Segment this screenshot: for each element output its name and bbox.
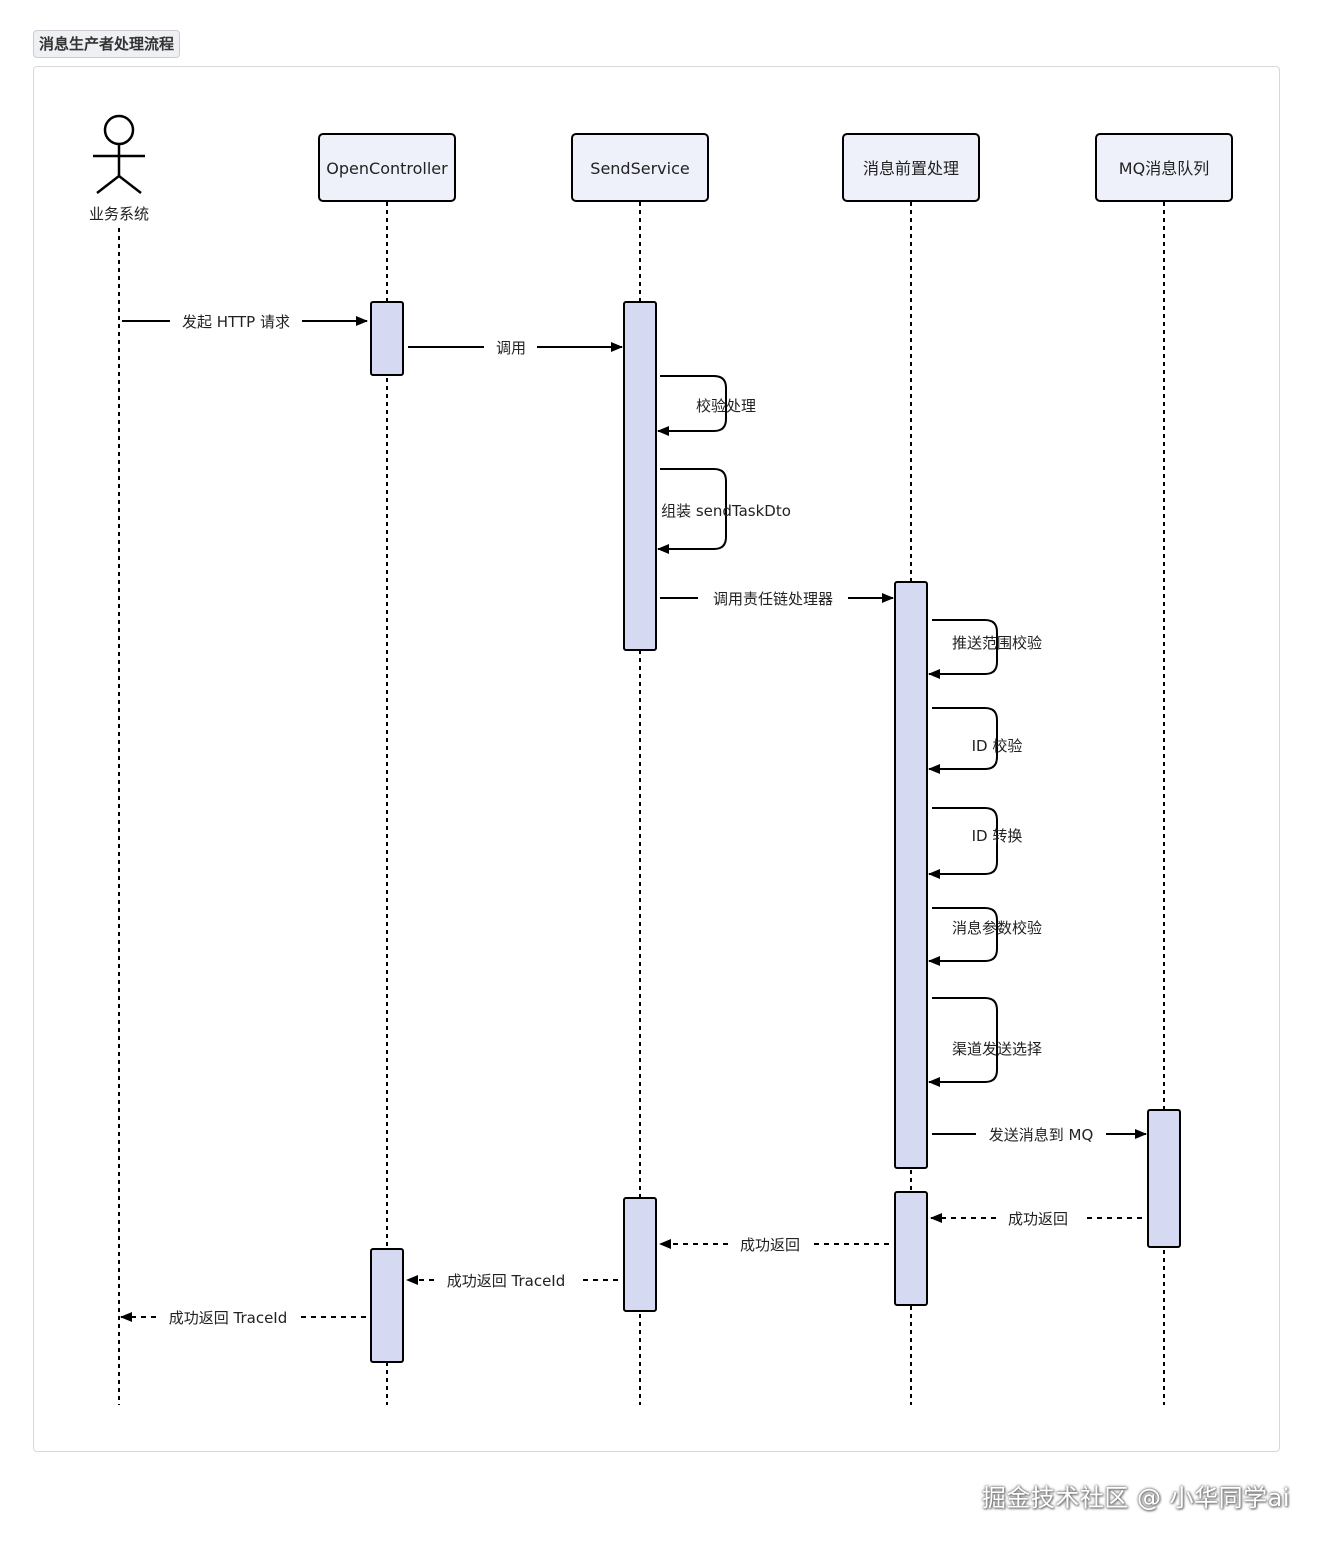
label-pre-return: 成功返回 [740, 1236, 800, 1254]
self-message-validate [657, 375, 727, 436]
label-open-return: 成功返回 TraceId [169, 1309, 288, 1327]
participant-label: MQ消息队列 [1119, 159, 1209, 178]
actor-business-system: 业务系统 [89, 114, 149, 223]
label-send-to-mq: 发送消息到 MQ [989, 1126, 1094, 1144]
participant-label: OpenController [326, 159, 448, 178]
activation-mq-1 [1147, 1109, 1181, 1248]
activation-bars [370, 301, 1181, 1363]
participant-mq: MQ消息队列 [1095, 133, 1233, 202]
label-http-request: 发起 HTTP 请求 [182, 313, 290, 331]
activation-open-2 [370, 1248, 404, 1363]
activation-pre-2 [894, 1191, 928, 1306]
label-channel-select: 渠道发送选择 [952, 1040, 1042, 1058]
self-message-assemble [657, 468, 727, 554]
self-message-scope-check [928, 619, 998, 679]
self-message-id-check [928, 707, 998, 774]
label-mq-return: 成功返回 [1008, 1210, 1068, 1228]
label-send-return: 成功返回 TraceId [447, 1272, 566, 1290]
label-invoke: 调用 [496, 339, 526, 357]
self-message-channel-select [928, 997, 998, 1087]
label-id-check: ID 校验 [972, 737, 1023, 755]
participant-label: 消息前置处理 [863, 159, 959, 178]
participant-open: OpenController [318, 133, 456, 202]
label-param-check: 消息参数校验 [952, 919, 1042, 937]
activation-pre-1 [894, 581, 928, 1169]
label-scope-check: 推送范围校验 [952, 634, 1042, 652]
participant-send: SendService [571, 133, 709, 202]
label-id-convert: ID 转换 [972, 827, 1023, 845]
label-validate: 校验处理 [696, 397, 756, 415]
activation-open-1 [370, 301, 404, 376]
participant-label: SendService [590, 159, 689, 178]
label-invoke-chain: 调用责任链处理器 [713, 590, 833, 608]
actor-label: 业务系统 [89, 205, 149, 223]
self-message-id-convert [928, 807, 998, 879]
diagram-title: 消息生产者处理流程 [33, 30, 181, 58]
activation-send-1 [623, 301, 657, 651]
label-assemble: 组装 sendTaskDto [661, 502, 791, 520]
activation-send-2 [623, 1197, 657, 1312]
participant-pre: 消息前置处理 [842, 133, 980, 202]
watermark: 掘金技术社区 @ 小华同学ai [981, 1484, 1290, 1512]
self-message-param-check [928, 907, 998, 966]
